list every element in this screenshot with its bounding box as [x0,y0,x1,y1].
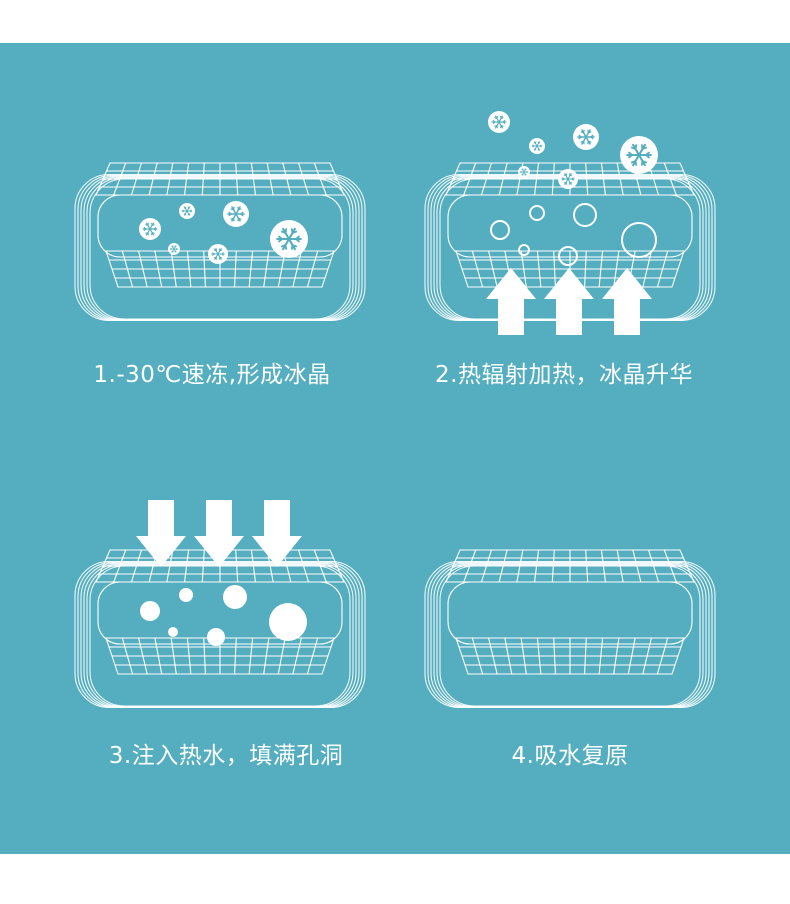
step-4-caption: 4.吸水复原 [511,743,629,769]
mesh-pad-4 [424,549,716,709]
snowflake-icon [558,169,578,189]
step-2-diagram [424,111,716,335]
up-arrows [486,268,652,335]
down-arrow-icon [252,500,302,567]
up-arrow-icon [486,268,536,335]
up-arrow-icon [602,268,652,335]
down-arrow-icon [194,500,244,567]
snowflakes-group-1 [139,201,308,264]
step-2-caption: 2.热辐射加热，冰晶升华 [435,362,693,388]
snowflake-icon [223,201,249,227]
snowflake-icon [573,124,599,150]
snowflake-icon [208,244,228,264]
snowflake-icon [179,203,195,219]
rising-snowflakes [488,111,658,189]
step-4-diagram [424,549,716,709]
down-arrows [136,500,302,567]
snowflake-icon [270,220,308,258]
snowflake-icon [168,243,180,255]
step-3-diagram [74,500,366,709]
filled-dots [140,585,307,646]
step-1-caption: 1.-30℃速冻,形成冰晶 [93,362,331,388]
snowflake-icon [518,166,530,178]
up-arrow-icon [544,268,594,335]
step-3-caption: 3.注入热水，填满孔洞 [108,743,344,769]
snowflake-icon [139,218,161,240]
process-panel: 1.-30℃速冻,形成冰晶 2.热辐射加热，冰晶升华 3.注入热水，填满孔洞 4… [0,43,790,854]
snowflake-icon [488,111,510,133]
snowflake-icon [620,136,658,174]
snowflake-icon [529,138,545,154]
down-arrow-icon [136,500,186,567]
bubbles [490,203,657,266]
step-1-diagram [74,162,366,322]
